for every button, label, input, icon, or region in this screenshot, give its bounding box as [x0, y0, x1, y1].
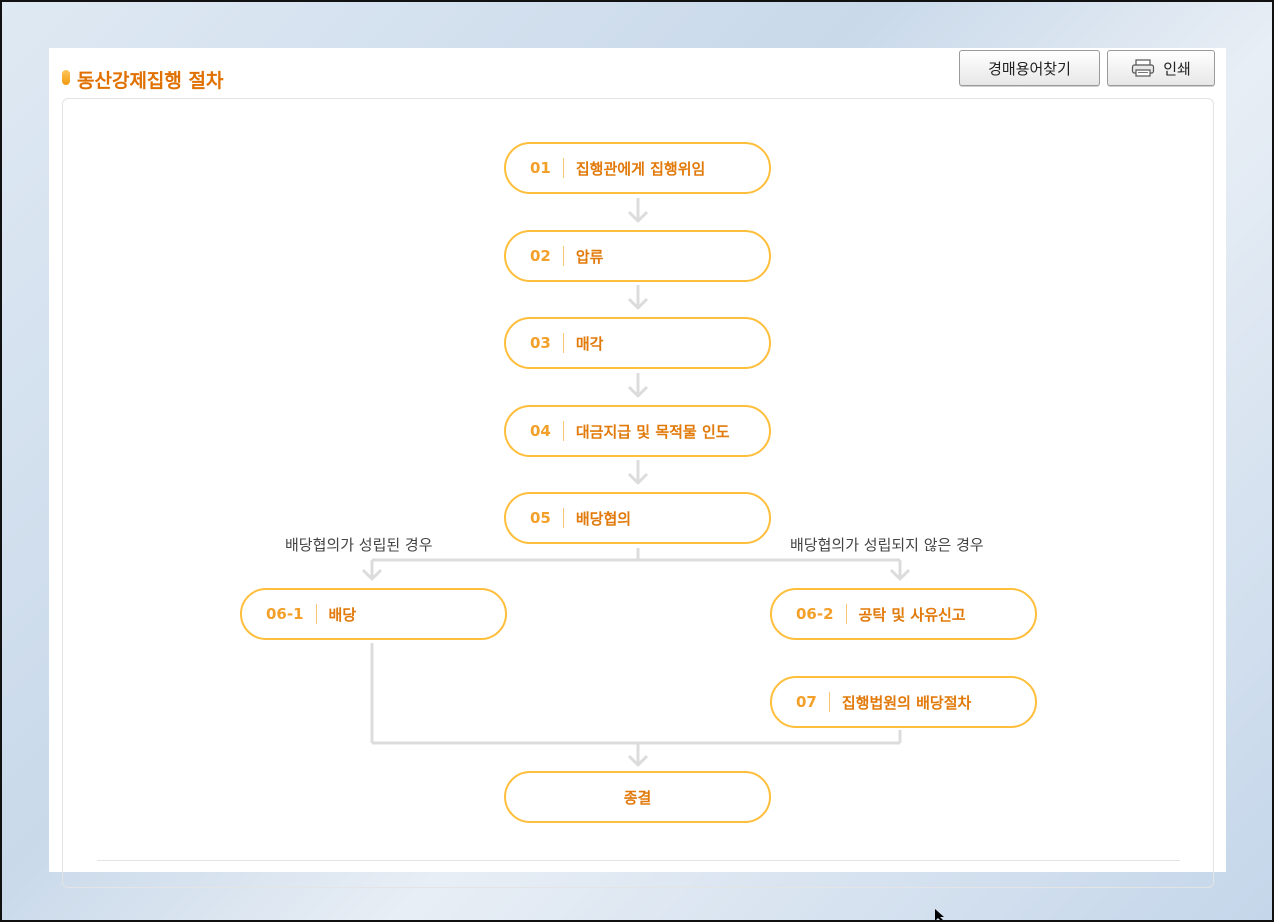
- step-01: 01 집행관에게 집행위임: [504, 142, 771, 194]
- step-05: 05 배당협의: [504, 492, 771, 544]
- step-02: 02 압류: [504, 230, 771, 282]
- step-05-number: 05: [530, 509, 551, 527]
- step-separator: [845, 604, 847, 624]
- step-06-2-label: 공탁 및 사유신고: [858, 605, 966, 624]
- step-05-label: 배당협의: [575, 509, 632, 528]
- step-06-1-label: 배당: [328, 605, 357, 624]
- step-03: 03 매각: [504, 317, 771, 369]
- step-02-label: 압류: [575, 247, 604, 266]
- flowchart: 01 집행관에게 집행위임 02 압류 03 매각 04 대금지급 및 목적물 인도 0…: [49, 48, 1226, 872]
- step-07-number: 07: [796, 693, 817, 711]
- end-node: 종결: [504, 771, 771, 823]
- step-01-number: 01: [530, 159, 551, 177]
- main-panel: 동산강제집행 절차 경매용어찾기 인쇄: [49, 48, 1226, 888]
- end-node-label: 종결: [623, 788, 652, 807]
- print-button[interactable]: 인쇄: [1107, 50, 1215, 86]
- printer-icon: [1132, 59, 1155, 77]
- step-03-label: 매각: [575, 334, 604, 353]
- title-bullet-icon: [62, 70, 70, 85]
- flow-connectors: [361, 198, 911, 767]
- step-04: 04 대금지급 및 목적물 인도: [504, 405, 771, 457]
- step-separator: [562, 158, 564, 178]
- step-separator: [562, 333, 564, 353]
- auction-terms-button[interactable]: 경매용어찾기: [959, 50, 1100, 86]
- page-title: 동산강제집행 절차: [77, 70, 224, 92]
- mouse-cursor-icon: [935, 909, 944, 921]
- step-separator: [315, 604, 317, 624]
- step-02-number: 02: [530, 247, 551, 265]
- bottom-divider: [97, 860, 1180, 861]
- step-separator: [828, 692, 830, 712]
- step-separator: [562, 421, 564, 441]
- step-04-number: 04: [530, 422, 551, 440]
- step-06-1-number: 06-1: [266, 605, 304, 623]
- step-06-2-number: 06-2: [796, 605, 834, 623]
- step-separator: [562, 246, 564, 266]
- step-04-label: 대금지급 및 목적물 인도: [575, 422, 730, 441]
- step-separator: [562, 508, 564, 528]
- step-06-1: 06-1 배당: [240, 588, 507, 640]
- left-condition-label: 배당협의가 성립된 경우: [285, 536, 433, 554]
- content-box: [62, 98, 1214, 888]
- step-07: 07 집행법원의 배당절차: [770, 676, 1037, 728]
- step-06-2: 06-2 공탁 및 사유신고: [770, 588, 1037, 640]
- step-01-label: 집행관에게 집행위임: [575, 159, 706, 178]
- step-07-label: 집행법원의 배당절차: [841, 693, 972, 712]
- print-button-label: 인쇄: [1163, 60, 1191, 78]
- right-condition-label: 배당협의가 성립되지 않은 경우: [790, 536, 984, 554]
- step-03-number: 03: [530, 334, 551, 352]
